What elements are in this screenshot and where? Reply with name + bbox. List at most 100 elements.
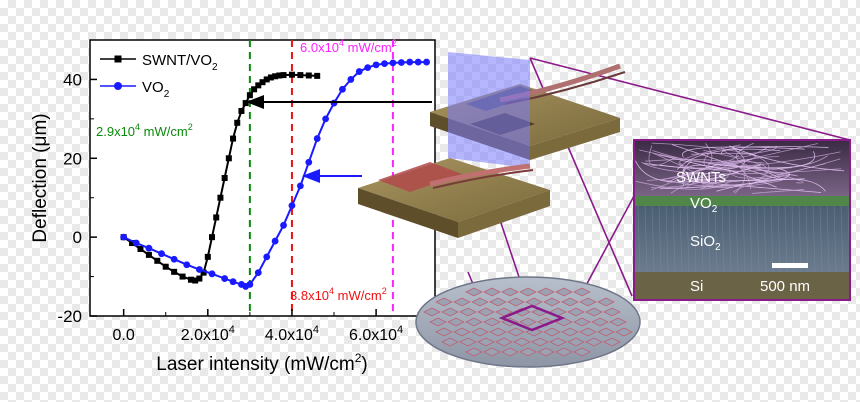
plot-frame: [89, 39, 436, 317]
annotation-transition-swnt: 2.9x104 mW/cm2: [96, 122, 193, 139]
data-point: [195, 266, 203, 273]
data-point: [288, 202, 296, 210]
data-point: [364, 64, 372, 71]
sem-inset: SWNTs VO2 SiO2 Si 500 nm: [633, 139, 851, 301]
data-point: [145, 251, 152, 258]
data-point: [200, 269, 207, 276]
sio2-texture-line: [784, 205, 788, 273]
wafer-chip: [585, 337, 603, 347]
wafer-chip: [609, 317, 627, 327]
wafer-chip: [567, 337, 585, 347]
data-point: [259, 79, 266, 86]
data-point: [162, 263, 169, 270]
nanotube-fiber: [635, 180, 732, 190]
y-tick-label: 20: [63, 149, 82, 168]
data-point: [423, 58, 430, 66]
data-point: [263, 76, 270, 83]
svg-text:SWNT/VO2: SWNT/VO2: [142, 52, 218, 73]
wafer-chip: [591, 317, 609, 327]
legend: SWNT/VO2 VO2: [100, 52, 218, 100]
data-point: [271, 237, 279, 245]
data-point: [305, 72, 312, 79]
wafer-chip: [597, 327, 615, 337]
wafer-chip: [603, 337, 621, 347]
data-point: [209, 234, 216, 241]
wafer-chip: [477, 307, 495, 317]
sio2-texture-line: [812, 205, 816, 273]
sio2-texture-line: [693, 205, 697, 273]
data-point: [297, 72, 304, 79]
arrow-blue: [302, 169, 362, 183]
sio2-texture-line: [644, 205, 648, 273]
data-point: [246, 92, 253, 99]
nanotube-fiber: [639, 149, 828, 169]
nanotube-fiber: [681, 164, 777, 188]
sio2-texture-line: [679, 205, 683, 273]
nanotube-fiber: [693, 149, 767, 169]
sio2-texture-line: [749, 205, 753, 273]
sio2-texture-line: [637, 205, 641, 273]
x-tick-label: 0.0: [113, 327, 135, 344]
sio2-texture-line: [728, 205, 732, 273]
series-line-vo2: [123, 61, 427, 288]
wafer-chip: [561, 327, 579, 337]
wafer-chip: [489, 297, 507, 307]
y-axis-label: Deflection (μm): [30, 113, 51, 242]
wafer-chip: [459, 337, 477, 347]
wafer-chip: [471, 327, 489, 337]
data-point: [313, 135, 321, 142]
data-point: [263, 253, 271, 261]
annotation-transition-vo2: 3.8x104 mW/cm2: [290, 286, 387, 303]
sio2-texture-line: [735, 205, 739, 273]
nanotube-fiber: [652, 150, 739, 164]
sem-label-swnts: SWNTs: [676, 169, 726, 186]
wafer-chip: [471, 297, 489, 307]
sio2-texture-line: [819, 205, 823, 273]
wafer-chip: [513, 337, 531, 347]
data-point: [381, 60, 388, 68]
wafer-chip: [435, 327, 453, 337]
wafer-chip: [537, 347, 555, 357]
nanotube-fiber: [687, 172, 805, 182]
x-tick-label: 6.0x104: [349, 324, 403, 344]
data-point: [296, 182, 304, 190]
data-point: [120, 233, 128, 241]
wafer-chip: [579, 327, 597, 337]
data-point: [204, 253, 211, 260]
wafer-chip: [459, 307, 477, 317]
data-point: [230, 135, 237, 142]
sio2-texture-line: [833, 205, 837, 273]
wafer-chip: [555, 347, 573, 357]
cantilever-bent: [430, 52, 626, 168]
sio2-texture-line: [665, 205, 669, 273]
sio2-texture-line: [686, 205, 690, 273]
wafer-chip: [519, 287, 537, 297]
nanotube-fiber: [682, 146, 805, 158]
wafer-chip: [567, 307, 585, 317]
sio2-texture-line: [798, 205, 802, 273]
legend-item-swnt-vo2: SWNT/VO2: [100, 52, 218, 73]
wafer-chip: [441, 337, 459, 347]
wafer-chip: [537, 287, 555, 297]
data-point: [397, 59, 405, 66]
data-point: [221, 175, 228, 181]
nanotube-fiber: [684, 174, 729, 190]
svg-text:VO2: VO2: [142, 79, 170, 100]
wafer-chip: [465, 317, 483, 327]
nanotube-fiber: [703, 153, 793, 172]
sem-label-sio2: SiO2: [690, 233, 721, 253]
wafer-chip: [501, 287, 519, 297]
wafer-chip: [531, 337, 549, 347]
wafer-chip: [513, 307, 531, 317]
sio2-texture-line: [714, 205, 718, 273]
data-point: [129, 240, 136, 247]
nanotube-fiber: [659, 167, 790, 190]
wafer-chip: [465, 287, 483, 297]
data-point: [154, 257, 161, 264]
wafer-chip: [543, 327, 561, 337]
data-point: [246, 281, 254, 288]
data-point: [347, 76, 355, 83]
